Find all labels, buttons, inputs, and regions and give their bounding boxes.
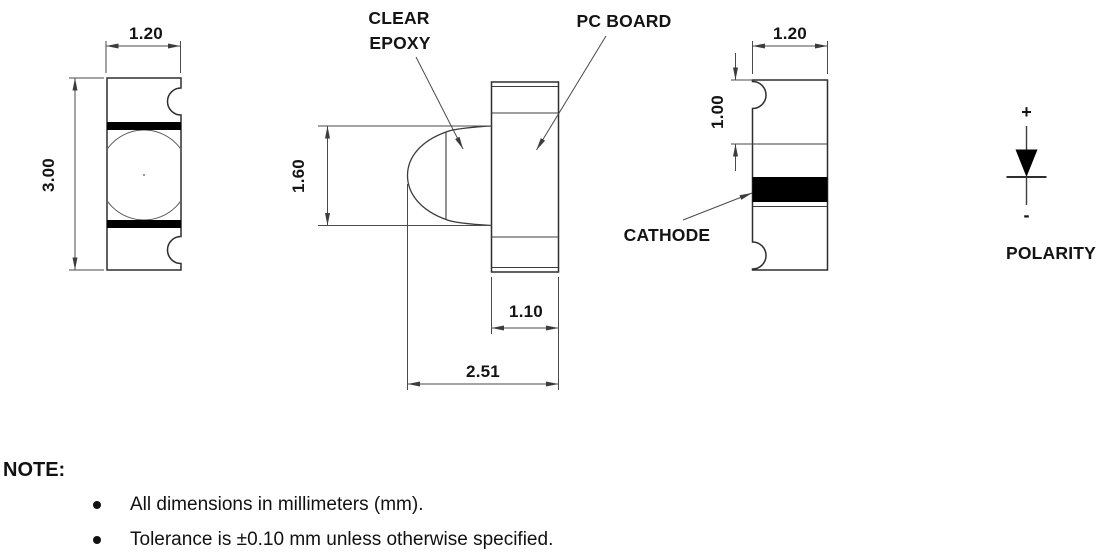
front-electrode-band-top xyxy=(107,122,181,130)
plus-sign: + xyxy=(1021,102,1032,122)
pc-board-leader xyxy=(536,35,607,151)
back-view: 1.20 1.00 CATHODE xyxy=(624,24,829,271)
side-view: 1.60 1.10 2.51 CLEAR EPOXY PC BOARD xyxy=(289,8,671,390)
cathode-band xyxy=(752,177,828,202)
pc-board-label: PC BOARD xyxy=(577,11,672,31)
note-item: Tolerance is ±0.10 mm unless otherwise s… xyxy=(93,529,553,551)
clear-epoxy-label: CLEAR xyxy=(368,8,429,28)
cathode-leader xyxy=(682,192,753,221)
cathode-label: CATHODE xyxy=(624,225,711,245)
pc-board-outline xyxy=(490,81,560,273)
polarity-label: POLARITY xyxy=(1006,243,1096,263)
dimension-label: 1.60 xyxy=(289,159,308,193)
dimension-label: 1.20 xyxy=(129,24,163,43)
diode-triangle-icon xyxy=(1015,149,1038,177)
epoxy-dome-profile xyxy=(406,125,492,227)
dimension-label: 2.51 xyxy=(466,362,500,381)
note-item: All dimensions in millimeters (mm). xyxy=(93,494,424,516)
dimension-label: 3.00 xyxy=(39,158,58,192)
bullet-icon xyxy=(93,536,101,544)
dimension-label: 1.00 xyxy=(708,95,727,129)
dimension-label: 1.10 xyxy=(509,302,543,321)
polarity-symbol: + - POLARITY xyxy=(1006,102,1096,263)
lens-center-mark xyxy=(143,174,145,176)
back-package-outline xyxy=(751,79,829,271)
front-view: 1.20 3.00 xyxy=(39,24,182,271)
minus-sign: - xyxy=(1024,205,1030,225)
note-text: Tolerance is ±0.10 mm unless otherwise s… xyxy=(130,529,554,550)
clear-epoxy-label: EPOXY xyxy=(369,33,430,53)
front-electrode-band-bottom xyxy=(107,220,181,228)
note-text: All dimensions in millimeters (mm). xyxy=(130,494,424,515)
dimension-label: 1.20 xyxy=(773,24,807,43)
bullet-icon xyxy=(93,501,101,509)
clear-epoxy-leader xyxy=(415,56,464,150)
note-heading: NOTE: xyxy=(3,459,66,481)
